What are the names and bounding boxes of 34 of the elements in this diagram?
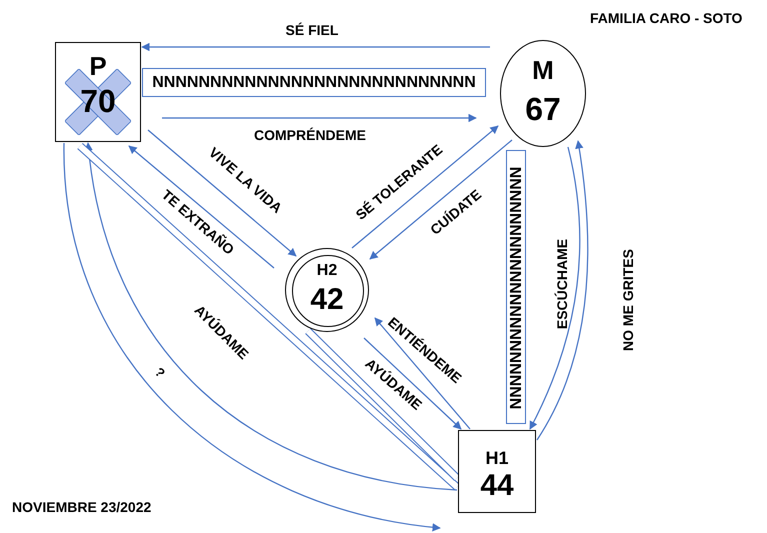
arrow <box>374 317 470 430</box>
arrow <box>369 140 512 260</box>
arrow <box>529 146 580 430</box>
age-label: 70 <box>79 85 117 117</box>
conflict-band <box>506 150 526 424</box>
arrow <box>63 142 441 532</box>
conflict-marks: NNNNNNNNNNNNNNNNNNNNNNNNNNNN <box>151 75 477 91</box>
person-label: M <box>531 57 555 83</box>
arrow <box>148 130 297 257</box>
arrow <box>352 125 499 248</box>
arrow <box>128 145 274 268</box>
edge-label: COMPRÉNDEME <box>254 128 366 142</box>
person-label: P <box>88 53 108 79</box>
arrow <box>141 42 490 52</box>
conflict-band <box>142 68 486 97</box>
person-label: H1 <box>484 449 510 467</box>
person-label: H2 <box>316 263 338 279</box>
edge-label: NO ME GRITES <box>620 249 635 351</box>
arrow <box>536 140 588 440</box>
person-box <box>55 42 141 142</box>
person-box <box>458 430 536 513</box>
edge-label: SÉ FIEL <box>286 23 338 37</box>
age-label: 67 <box>524 93 562 125</box>
age-label: 44 <box>479 471 515 501</box>
date-caption: NOVIEMBRE 23/2022 <box>12 499 152 515</box>
person-double-circle <box>285 248 369 332</box>
relationship-band <box>305 328 460 481</box>
edge-label: ? <box>152 364 168 380</box>
age-label: 42 <box>309 285 345 315</box>
arrow <box>162 114 477 122</box>
conflict-marks: NNNNNNNNNNNNNNNNNNNNN <box>508 166 526 412</box>
diagram-title: FAMILIA CARO - SOTO <box>590 10 742 26</box>
arrow <box>364 338 462 430</box>
edge-label: ESCÚCHAME <box>555 238 570 330</box>
